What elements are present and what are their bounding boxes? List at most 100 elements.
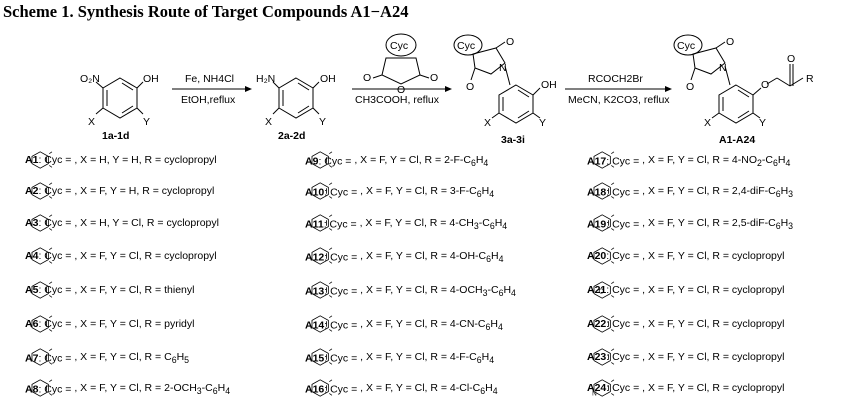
cyc-eq-label: : Cyc =	[324, 383, 361, 396]
entry-id: A11	[305, 218, 324, 231]
compound-entry-a5: A5: Cyc = , X = F, Y = Cl, R = thienyl	[25, 280, 194, 300]
entry-id: A20	[587, 250, 607, 262]
cyc-eq-label: : Cyc =	[606, 382, 643, 395]
x-atom-2: X	[265, 116, 272, 128]
compound-entry-a9: A9: Cyc = , X = F, Y = Cl, R = 2-F-C6H4	[305, 150, 488, 170]
x-atom-final: X	[704, 117, 711, 129]
compound-entry-a2: A2: Cyc = , X = F, Y = H, R = cyclopropy…	[25, 181, 214, 201]
reagent-1-top: Fe, NH4Cl	[185, 73, 234, 85]
entry-id: A24	[587, 382, 607, 394]
entry-substituents: , X = F, Y = Cl, R = cyclopropyl	[642, 284, 785, 297]
compound-entry-a13: A13: Cyc = , X = F, Y = Cl, R = 4-OCH3-C…	[305, 280, 516, 300]
entry-substituents: , X = F, Y = Cl, R = cyclopropyl	[642, 250, 785, 263]
entry-substituents: , X = F, Y = Cl, R = cyclopropyl	[642, 382, 785, 395]
o-atom-f3: O	[761, 79, 769, 91]
entry-substituents: , X = F, Y = Cl, R = cyclopropyl	[74, 250, 217, 263]
anhydride-structure	[372, 33, 430, 85]
compound-2-structure	[272, 77, 320, 119]
compound-entry-a20: A20: Cyc = , X = F, Y = Cl, R = cyclopro…	[587, 246, 784, 266]
cyc-eq-label: : Cyc =	[323, 218, 360, 231]
compound-1-structure	[95, 77, 144, 119]
entry-substituents: , X = H, Y = H, R = cyclopropyl	[74, 154, 217, 167]
cyc-eq-label: : Cyc =	[38, 217, 75, 230]
entry-id: A22	[587, 318, 607, 330]
cyc-eq-label: : Cyc =	[38, 185, 75, 198]
entry-substituents: , X = F, Y = Cl, R = 4-CH3-C6H4	[359, 217, 508, 232]
entry-id: A18	[587, 186, 607, 199]
cyc-label-3: Cyc	[457, 40, 475, 52]
entry-substituents: , X = F, Y = Cl, R = 2,4-diF-C6H3	[642, 185, 794, 200]
o-atom-3b: O	[466, 81, 474, 93]
compound-entry-a7: A7: Cyc = , X = F, Y = Cl, R = C6H5	[25, 347, 189, 367]
entry-substituents: , X = F, Y = Cl, R = pyridyl	[74, 318, 195, 331]
o-atom-3a: O	[506, 36, 514, 48]
entry-substituents: , X = F, Y = Cl, R = cyclopropyl	[642, 318, 785, 331]
cyc-eq-label: : Cyc =	[324, 319, 361, 332]
entry-substituents: , X = F, Y = H, R = cyclopropyl	[74, 185, 215, 198]
compound-entry-a3: A3: Cyc = , X = H, Y = Cl, R = cycloprop…	[25, 213, 219, 233]
compound-label-3: 3a-3i	[501, 134, 525, 146]
o-atom-f1: O	[726, 36, 734, 48]
cyc-eq-label: : Cyc =	[38, 250, 75, 263]
cyc-eq-label: : Cyc =	[606, 218, 643, 231]
entry-substituents: , X = F, Y = Cl, R = 4-CN-C6H4	[360, 318, 503, 333]
cyc-eq-label: : Cyc =	[606, 284, 643, 297]
o-atom-f2: O	[686, 81, 694, 93]
compound-entry-a16: A16: Cyc = , X = F, Y = Cl, R = 4-Cl-C6H…	[305, 378, 498, 398]
cyc-eq-label: : Cyc =	[324, 352, 361, 365]
entry-id: A14	[305, 319, 325, 332]
compound-entry-a19: A19: Cyc = , X = F, Y = Cl, R = 2,5-diF-…	[587, 213, 793, 233]
entry-substituents: , X = F, Y = Cl, R = C6H5	[74, 351, 190, 366]
entry-id: A17	[587, 155, 607, 168]
cyc-label-final: Cyc	[677, 40, 695, 52]
svg-text:O: O	[599, 287, 605, 296]
r-atom: R	[806, 73, 814, 85]
entry-id: A23	[587, 351, 607, 363]
compound-entry-a14: A14: Cyc = , X = F, Y = Cl, R = 4-CN-C6H…	[305, 314, 503, 334]
compound-entry-a15: A15: Cyc = , X = F, Y = Cl, R = 4-F-C6H4	[305, 347, 494, 367]
entry-id: A15	[305, 352, 325, 365]
compound-label-final: A1-A24	[719, 134, 755, 146]
entry-id: A21	[587, 284, 607, 296]
cyc-eq-label: : Cyc =	[324, 251, 361, 264]
cyc-eq-label: : Cyc =	[38, 284, 75, 297]
compound-entry-a18: A18: Cyc = , X = F, Y = Cl, R = 2,4-diF-…	[587, 181, 793, 201]
compound-entry-a21: A21: Cyc = O , X = F, Y = Cl, R = cyclopr…	[587, 280, 784, 300]
entry-substituents: , X = F, Y = Cl, R = cyclopropyl	[642, 351, 785, 364]
cyc-eq-label: : Cyc =	[324, 186, 361, 199]
y-atom-3: Y	[539, 117, 546, 129]
cyc-eq-label: : Cyc =	[606, 318, 643, 331]
reagent-1-bottom: EtOH,reflux	[181, 94, 236, 106]
reagent-3-top: RCOCH2Br	[588, 73, 643, 85]
oh-atom-3: OH	[541, 79, 557, 91]
cyc-eq-label: : Cyc =	[38, 154, 75, 167]
entry-substituents: , X = F, Y = Cl, R = 4-F-C6H4	[360, 351, 495, 366]
entry-substituents: , X = F, Y = Cl, R = 3-F-C6H4	[360, 185, 495, 200]
compound-entry-a12: A12: Cyc = , X = F, Y = Cl, R = 4-OH-C6H…	[305, 246, 503, 266]
entry-id: A10	[305, 186, 325, 199]
entry-id: A12	[305, 251, 325, 264]
entry-substituents: , X = F, Y = Cl, R = 2-OCH3-C6H4	[74, 382, 231, 397]
entry-substituents: , X = H, Y = Cl, R = cyclopropyl	[74, 217, 219, 230]
cyc-eq-label: : Cyc =	[606, 351, 643, 364]
x-atom-1: X	[88, 116, 95, 128]
y-atom-1: Y	[143, 116, 150, 128]
o-atom-a2: O	[397, 84, 405, 96]
cyc-eq-label: : Cyc =	[324, 285, 361, 298]
final-compound-structure	[673, 34, 804, 124]
compound-entry-a8: A8: Cyc = , X = F, Y = Cl, R = 2-OCH3-C6…	[25, 378, 230, 398]
entry-substituents: , X = F, Y = Cl, R = 4-OCH3-C6H4	[360, 284, 516, 299]
scheme-title: Scheme 1. Synthesis Route of Target Comp…	[3, 2, 409, 21]
o-atom-a3: O	[430, 72, 438, 84]
o-atom-a1: O	[363, 72, 371, 84]
svg-text:N: N	[592, 390, 597, 397]
entry-id: A16	[305, 383, 325, 396]
n-atom-final: N	[719, 62, 727, 74]
compound-entry-a1: A1: Cyc = , X = H, Y = H, R = cyclopropy…	[25, 150, 217, 170]
compound-label-1: 1a-1d	[102, 130, 129, 142]
y-atom-2: Y	[319, 116, 326, 128]
cyc-eq-label: : Cyc =	[606, 155, 643, 168]
reagent-3-bottom: MeCN, K2CO3, reflux	[568, 94, 670, 106]
compound-entry-a4: A4: Cyc = , X = F, Y = Cl, R = cycloprop…	[25, 246, 217, 266]
